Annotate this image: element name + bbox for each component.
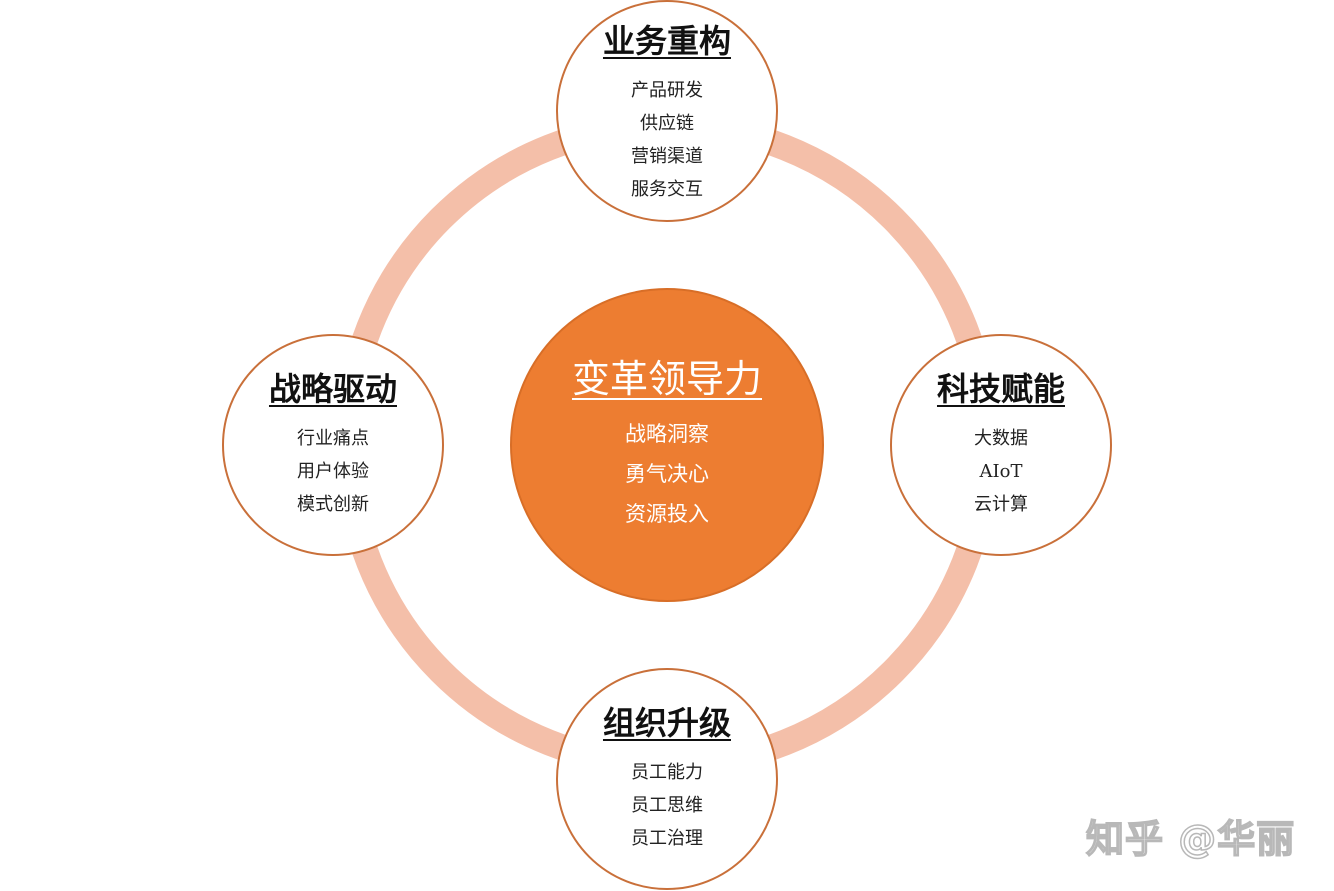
node-title: 科技赋能 <box>936 370 1065 408</box>
node-item: 大数据 <box>974 428 1028 449</box>
node-title: 业务重构 <box>602 22 731 60</box>
node-item: 员工治理 <box>631 828 703 849</box>
node-item: 云计算 <box>974 494 1028 515</box>
node-title: 组织升级 <box>602 704 731 742</box>
node-item: 用户体验 <box>297 461 369 482</box>
node-item: 员工思维 <box>631 795 703 816</box>
node-item: 供应链 <box>640 113 694 134</box>
node-item: 模式创新 <box>297 494 369 515</box>
node-item: 行业痛点 <box>297 428 369 449</box>
node-title: 战略驱动 <box>268 370 397 408</box>
node-top: 业务重构 产品研发 供应链 营销渠道 服务交互 <box>556 0 778 222</box>
center-item: 资源投入 <box>625 502 709 526</box>
node-item: 营销渠道 <box>631 146 703 167</box>
center-title: 变革领导力 <box>571 357 762 401</box>
node-bottom: 组织升级 员工能力 员工思维 员工治理 <box>556 668 778 890</box>
node-item: 员工能力 <box>631 762 703 783</box>
node-right: 科技赋能 大数据 AIoT 云计算 <box>890 334 1112 556</box>
node-item: AIoT <box>979 461 1023 482</box>
node-left: 战略驱动 行业痛点 用户体验 模式创新 <box>222 334 444 556</box>
center-item: 勇气决心 <box>625 462 709 486</box>
center-item: 战略洞察 <box>625 422 709 446</box>
watermark-text: 知乎 @华丽 <box>1085 816 1296 862</box>
center-node: 变革领导力 战略洞察 勇气决心 资源投入 <box>510 288 824 602</box>
node-item: 服务交互 <box>631 179 703 200</box>
node-item: 产品研发 <box>631 80 703 101</box>
